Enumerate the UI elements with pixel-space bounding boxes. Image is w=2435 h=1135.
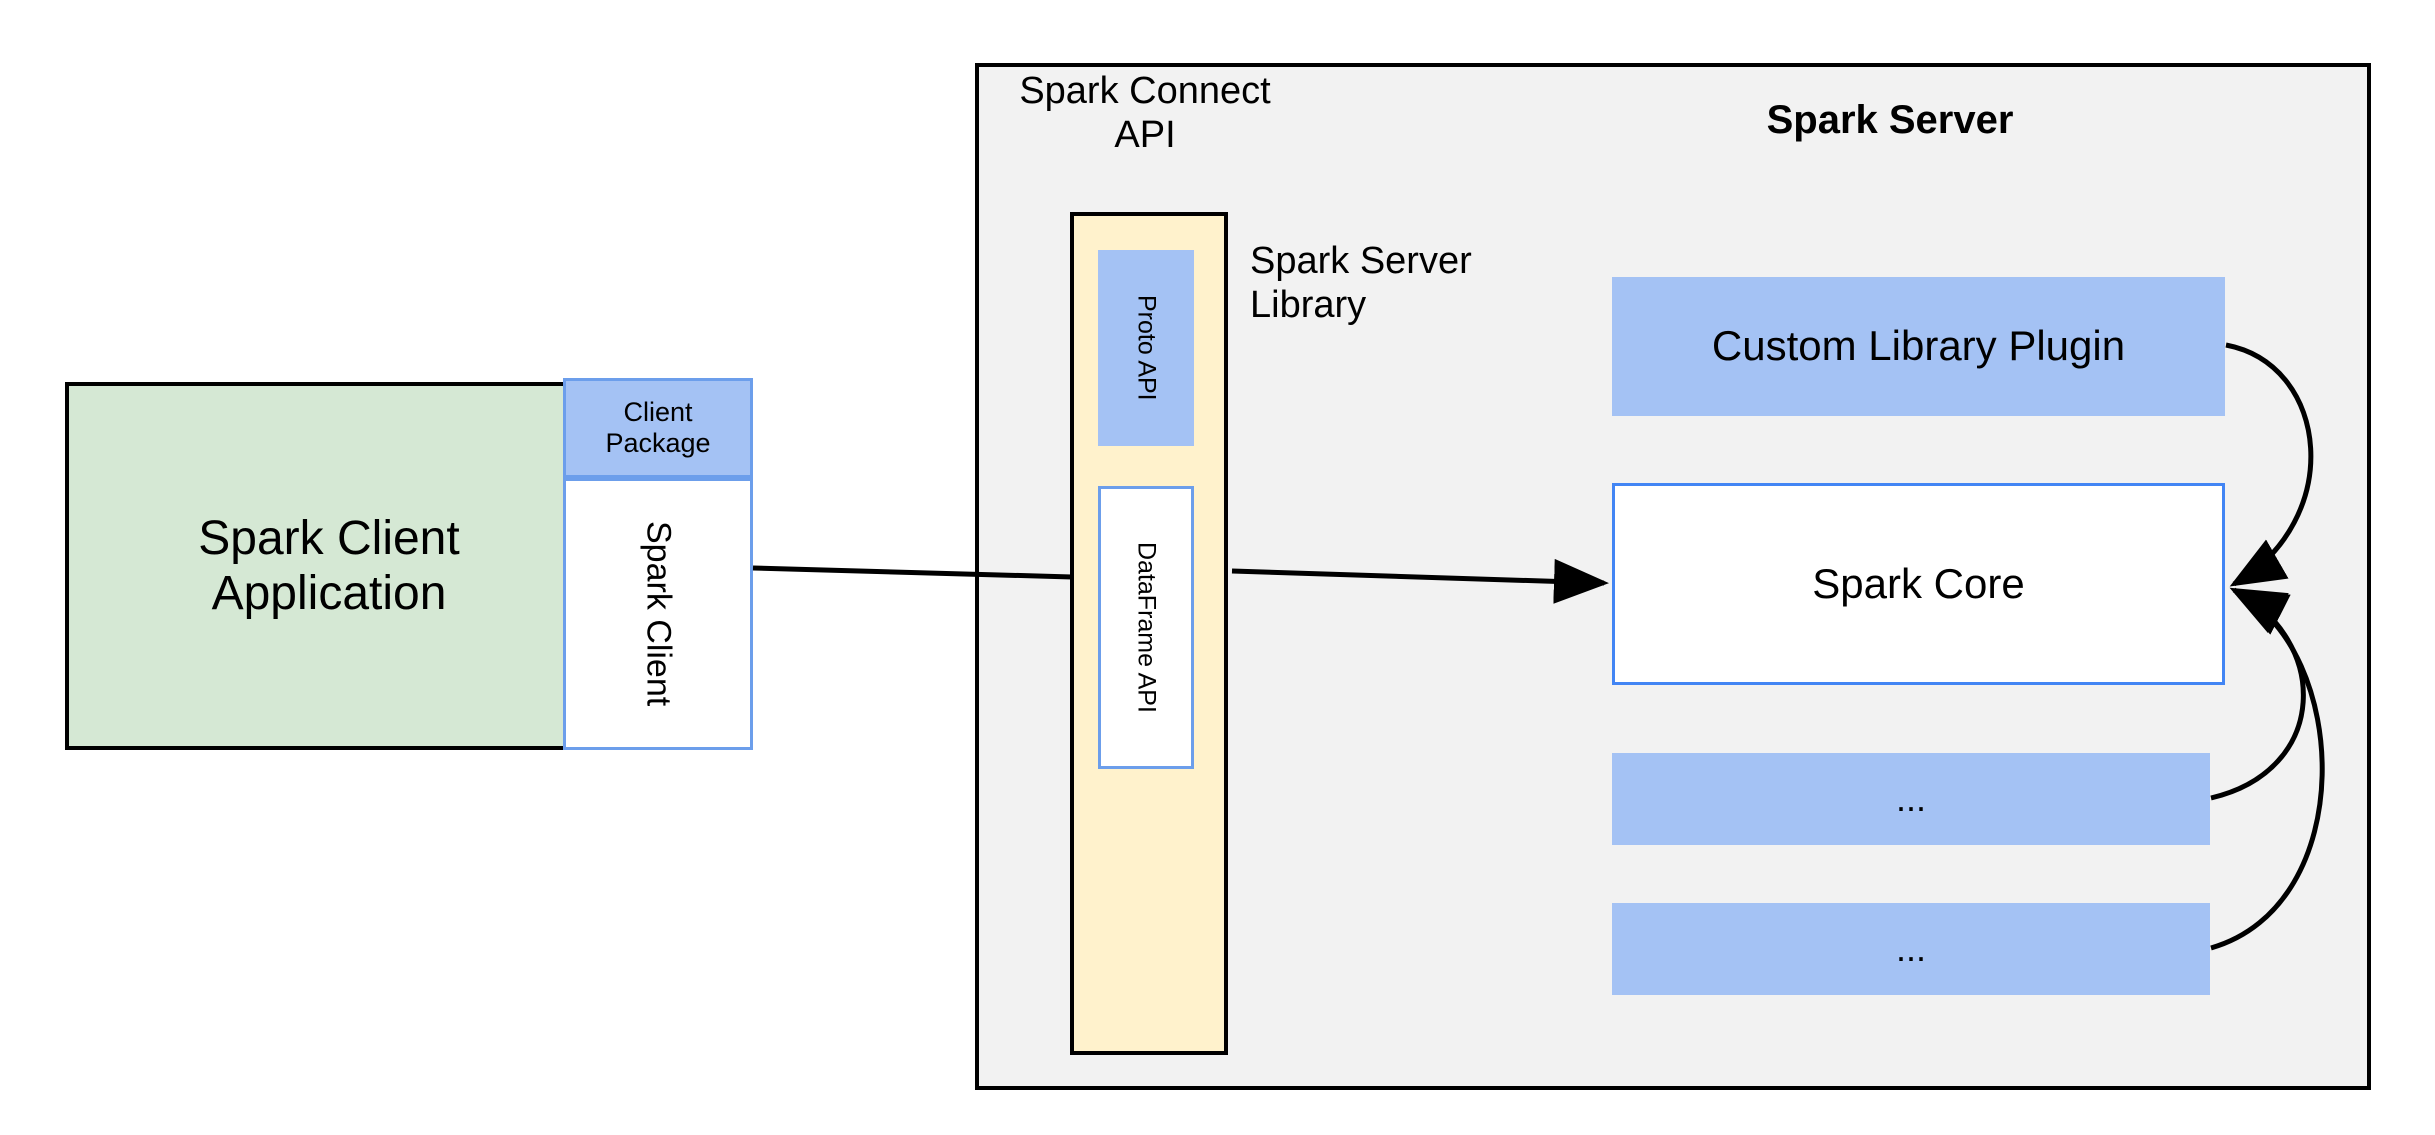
spark-server-title: Spark Server xyxy=(1766,98,2014,142)
spark-server-library-label: Spark Server Library xyxy=(1250,240,1540,340)
spark-client-application-line1: Spark Client xyxy=(198,511,460,565)
spark-client-application-line2: Application xyxy=(211,567,447,620)
spark-core-box[interactable]: Spark Core xyxy=(1612,483,2225,685)
custom-library-plugin-box[interactable]: Custom Library Plugin xyxy=(1612,277,2225,416)
ellipsis-label-2: ... xyxy=(1895,928,1926,970)
proto-api-label: Proto API xyxy=(1132,295,1161,401)
spark-connect-api-label: Spark Connect API xyxy=(1000,70,1290,160)
server-component-ellipsis-2[interactable]: ... xyxy=(1612,903,2210,995)
spark-connect-api-line2: API xyxy=(1114,113,1176,156)
ellipsis-label-1: ... xyxy=(1895,778,1926,820)
client-package-line1: Client xyxy=(623,396,693,427)
spark-client-label: Spark Client xyxy=(639,521,678,707)
proto-api-box[interactable]: Proto API xyxy=(1098,250,1194,446)
custom-library-plugin-label: Custom Library Plugin xyxy=(1711,322,2126,370)
spark-connect-api-line1: Spark Connect xyxy=(1019,70,1271,112)
spark-server-library-line1: Spark Server xyxy=(1250,240,1472,282)
spark-client-application-box[interactable]: Spark Client Application xyxy=(65,382,595,750)
server-component-ellipsis-1[interactable]: ... xyxy=(1612,753,2210,845)
spark-core-label: Spark Core xyxy=(1812,559,2025,607)
dataframe-api-box[interactable]: DataFrame API xyxy=(1098,486,1194,769)
spark-server-library-line2: Library xyxy=(1250,283,1367,326)
dataframe-api-label: DataFrame API xyxy=(1132,542,1161,713)
spark-client-box[interactable]: Spark Client xyxy=(563,478,753,750)
client-package-line2: Package xyxy=(605,428,711,458)
client-package-box[interactable]: Client Package xyxy=(563,378,753,478)
